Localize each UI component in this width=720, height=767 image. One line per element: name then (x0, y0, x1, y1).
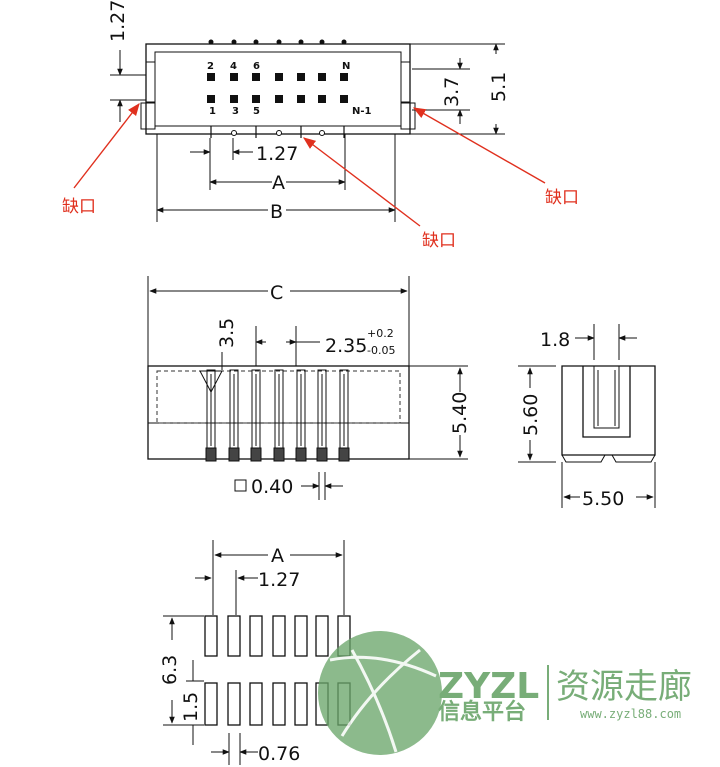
pad-top (204, 615, 218, 657)
front-pin-tip (228, 447, 240, 462)
pad-bottom (272, 682, 286, 726)
pin-label-6: 6 (253, 61, 260, 72)
note-notch-left: 缺口 (62, 197, 96, 217)
polarization-key (199, 370, 223, 394)
pin-square (252, 95, 260, 103)
dim-pad-width-0-76: 0.76 (258, 743, 300, 765)
pad-bottom (227, 682, 241, 726)
left-notch-recess (140, 102, 156, 130)
pin-tail-top (231, 39, 237, 45)
pcb-footprint: A 1.27 6.3 1.5 0.76 (159, 540, 351, 765)
front-pin-tip (316, 447, 328, 462)
pin-tail-bottom (231, 130, 237, 136)
pin-square (318, 95, 326, 103)
dim-pad-length-1-5: 1.5 (180, 692, 202, 722)
dim-pad-span-a: A (271, 545, 284, 567)
front-pin-tip (205, 447, 217, 462)
dim-a-top: A (272, 172, 285, 194)
left-notch (146, 61, 155, 103)
top-view: 2 4 6 N 1 3 5 N-1 1.27 3.7 5.1 1.27 (62, 0, 579, 251)
right-notch-recess (400, 102, 416, 130)
pin-square (318, 73, 326, 81)
dim-top-pitch: 1.27 (107, 0, 129, 42)
housing-inner (154, 51, 402, 127)
pin-label-5: 5 (253, 106, 260, 117)
dim-pin-size: 0.40 (251, 476, 293, 498)
square-pin-symbol (234, 479, 247, 492)
pin-label-3: 3 (232, 106, 239, 117)
pin-square (340, 95, 348, 103)
watermark-sub: 信息平台 (438, 699, 526, 725)
dim-c: C (270, 282, 283, 304)
pin-square (340, 73, 348, 81)
pin-tail-top (298, 39, 304, 45)
pin-tail-bottom (276, 130, 282, 136)
pad-top (227, 615, 241, 657)
watermark: ZYZL 资源走廊 信息平台 www.zyzl88.com (318, 631, 692, 755)
dim-pad-pitch: 1.27 (258, 569, 300, 591)
pin-square (207, 95, 215, 103)
pin-square (297, 73, 305, 81)
pin-label-1: 1 (209, 106, 216, 117)
pin-square (207, 73, 215, 81)
front-pin-tip (250, 447, 262, 462)
front-pin-tip (295, 447, 307, 462)
watermark-logo (318, 631, 442, 755)
pin-square (297, 95, 305, 103)
pin-label-n: N (342, 61, 350, 72)
pin-tail-top (253, 39, 259, 45)
dim-offset-plus: +0.2 (367, 327, 394, 340)
pin-square (275, 73, 283, 81)
dim-side-width-1-8: 1.8 (540, 329, 570, 351)
pin-square (275, 95, 283, 103)
pin-tail-top (276, 39, 282, 45)
pin-tail-top (319, 39, 325, 45)
pad-bottom (249, 682, 263, 726)
pad-top (249, 615, 263, 657)
note-notch-right: 缺口 (545, 188, 579, 208)
pin-tail-bottom (319, 130, 325, 136)
pin-tail-top (208, 39, 214, 45)
side-body (561, 365, 656, 456)
dim-height-5-1: 5.1 (488, 72, 510, 102)
pin-square (230, 73, 238, 81)
dim-pad-height-6-3: 6.3 (159, 655, 181, 685)
housing-outline (145, 43, 411, 135)
dim-side-width-5-50: 5.50 (582, 488, 624, 510)
front-view: C 3.5 2.35 +0.2 -0.05 5.40 0.40 (147, 276, 471, 500)
dim-height-5-40: 5.40 (449, 392, 471, 434)
dim-b: B (270, 201, 283, 223)
side-view: 1.8 5.60 5.50 (518, 324, 656, 510)
note-notch-bottom: 缺口 (422, 231, 456, 251)
dim-bottom-pitch: 1.27 (256, 143, 298, 165)
pin-label-2: 2 (207, 61, 214, 72)
pad-top (272, 615, 286, 657)
front-pin-tip (338, 447, 350, 462)
pin-grid (207, 73, 348, 103)
pin-label-n-1: N-1 (352, 106, 372, 117)
pin-square (230, 95, 238, 103)
watermark-slogan: 资源走廊 (556, 667, 692, 707)
dim-offset-main: 2.35 (325, 335, 367, 357)
dim-side-3-5: 3.5 (216, 318, 238, 348)
front-pin-tip (273, 447, 285, 462)
dim-side-height-5-60: 5.60 (520, 394, 542, 436)
pad-bottom (294, 682, 308, 726)
watermark-brand: ZYZL (438, 666, 539, 707)
dim-offset-minus: -0.05 (367, 344, 395, 357)
dim-height-3-7: 3.7 (441, 77, 463, 107)
pin-tails (208, 39, 347, 138)
watermark-url: www.zyzl88.com (580, 707, 681, 721)
pad-top (294, 615, 308, 657)
pin-square (252, 73, 260, 81)
pad-bottom (204, 682, 218, 726)
right-notch (401, 61, 410, 103)
pad-top (315, 615, 329, 657)
pin-tail-top (341, 39, 347, 45)
pin-label-4: 4 (230, 61, 237, 72)
front-pins (205, 369, 350, 462)
